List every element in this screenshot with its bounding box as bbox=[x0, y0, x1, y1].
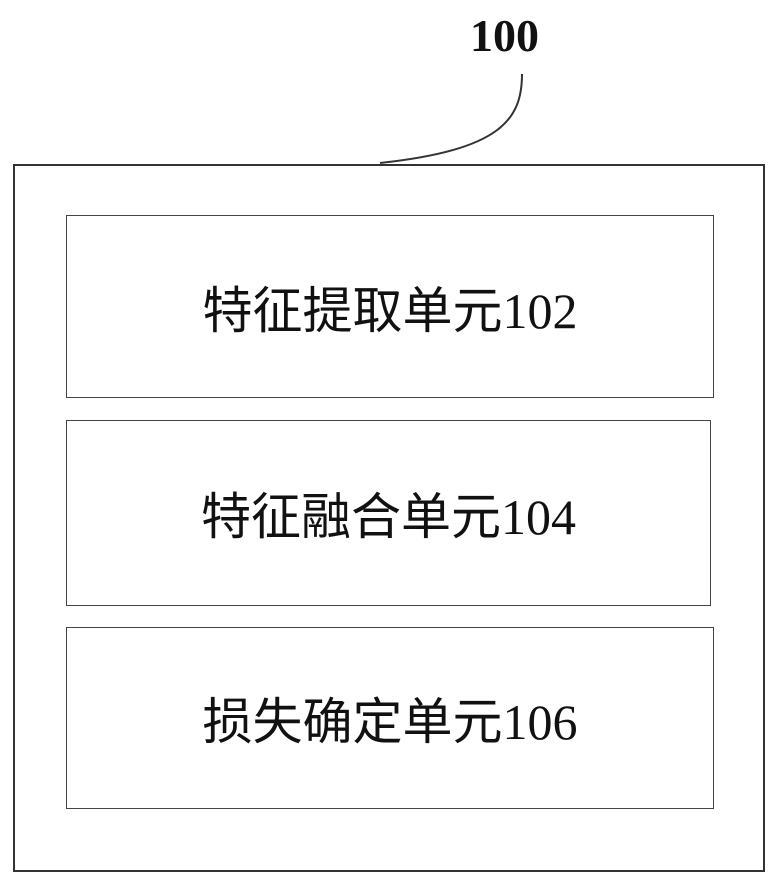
unit-label: 损失确定单元106 bbox=[202, 693, 578, 751]
device-outer-box bbox=[13, 164, 765, 872]
feature-extraction-unit-box: 特征提取单元102 bbox=[66, 215, 714, 398]
feature-fusion-unit-box: 特征融合单元104 bbox=[66, 420, 711, 606]
unit-label: 特征提取单元102 bbox=[202, 281, 578, 340]
loss-determination-unit-box: 损失确定单元106 bbox=[66, 627, 714, 809]
unit-label: 特征融合单元104 bbox=[201, 488, 576, 546]
reference-numeral: 100 bbox=[470, 10, 539, 61]
